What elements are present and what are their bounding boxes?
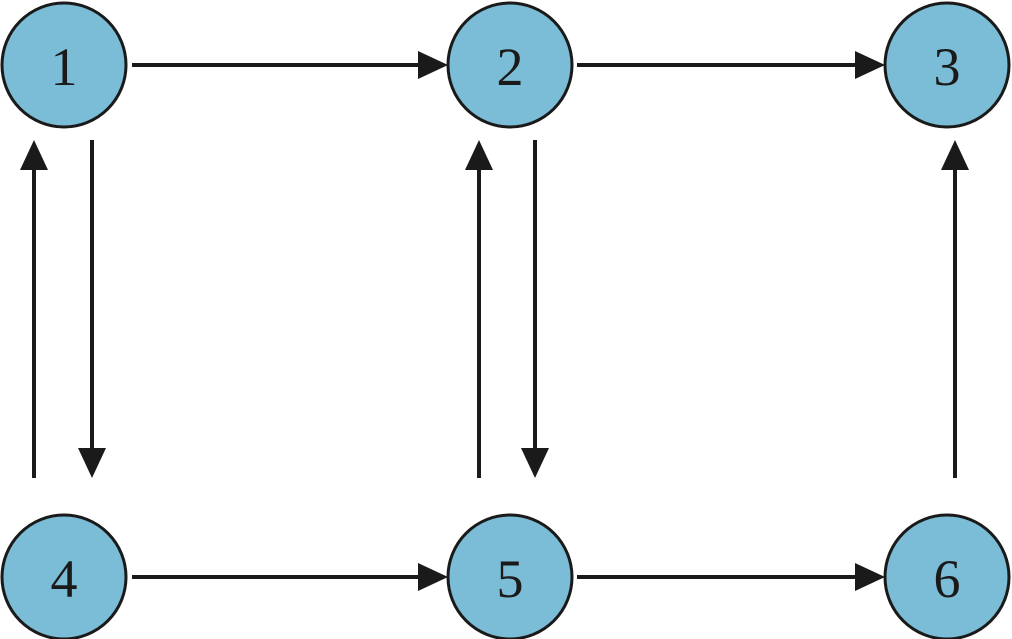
edge-2-to-5	[521, 140, 549, 478]
arrowhead-icon	[418, 563, 448, 591]
edge-1-to-4	[78, 140, 106, 478]
arrowhead-icon	[855, 563, 885, 591]
node-label: 3	[934, 37, 961, 97]
node-circle	[883, 1, 1011, 129]
node-2: 2	[446, 1, 574, 129]
edge-5-to-2	[465, 140, 493, 478]
edge-5-to-6	[577, 563, 885, 591]
node-circle	[0, 513, 128, 639]
edges-layer	[20, 51, 969, 591]
edge-4-to-5	[132, 563, 448, 591]
edge-4-to-1	[20, 140, 48, 478]
node-circle	[883, 513, 1011, 639]
node-1: 1	[0, 1, 128, 129]
arrowhead-icon	[78, 448, 106, 478]
edge-2-to-3	[577, 51, 885, 79]
node-6: 6	[883, 513, 1011, 639]
edge-6-to-3	[941, 140, 969, 478]
node-5: 5	[446, 513, 574, 639]
arrowhead-icon	[418, 51, 448, 79]
node-circle	[0, 1, 128, 129]
node-label: 1	[51, 37, 78, 97]
node-label: 4	[51, 549, 78, 609]
node-label: 2	[497, 37, 524, 97]
arrowhead-icon	[521, 448, 549, 478]
arrowhead-icon	[941, 140, 969, 170]
node-3: 3	[883, 1, 1011, 129]
edge-1-to-2	[132, 51, 448, 79]
arrowhead-icon	[465, 140, 493, 170]
node-circle	[446, 1, 574, 129]
arrowhead-icon	[855, 51, 885, 79]
node-label: 5	[497, 549, 524, 609]
node-4: 4	[0, 513, 128, 639]
arrowhead-icon	[20, 140, 48, 170]
node-label: 6	[934, 549, 961, 609]
node-circle	[446, 513, 574, 639]
